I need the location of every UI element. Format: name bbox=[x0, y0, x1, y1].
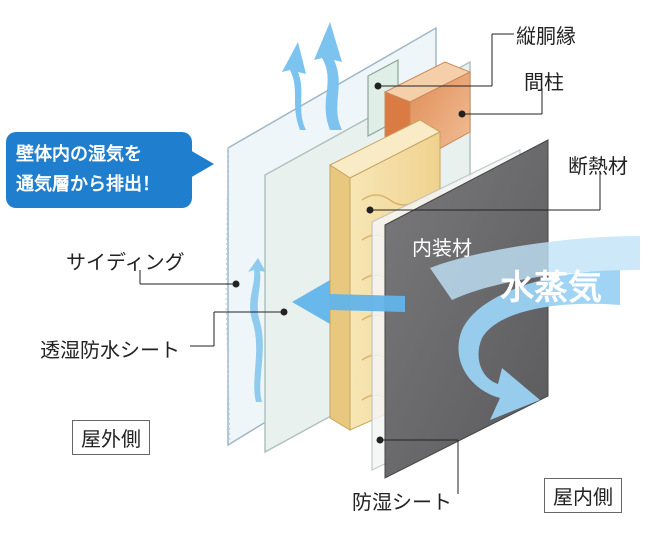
label-breathable-sheet: 透湿防水シート bbox=[40, 338, 180, 362]
cavity-updraft-arrow bbox=[248, 258, 266, 402]
callout-line-2: 通気層から排出！ bbox=[16, 174, 160, 195]
label-stud: 間柱 bbox=[524, 70, 564, 94]
label-interior-finish: 内装材 bbox=[412, 236, 472, 260]
updraft-arrow-left bbox=[282, 42, 306, 130]
label-outdoor-side: 屋外側 bbox=[72, 420, 150, 455]
label-siding: サイディング bbox=[66, 250, 185, 274]
label-furring: 縦胴縁 bbox=[516, 24, 576, 48]
label-indoor-side: 屋内側 bbox=[544, 478, 622, 513]
moisture-callout: 壁体内の湿気を 通気層から排出！ bbox=[6, 132, 192, 208]
water-vapor-arrow bbox=[458, 270, 620, 420]
callout-line-1: 壁体内の湿気を bbox=[16, 144, 142, 165]
label-insulation: 断熱材 bbox=[568, 154, 628, 178]
label-vapor-barrier: 防湿シート bbox=[352, 490, 452, 514]
vapor-outward-arrow bbox=[292, 280, 405, 324]
label-water-vapor: 水蒸気 bbox=[500, 268, 602, 308]
callout-pointer bbox=[190, 150, 214, 178]
updraft-arrow-right bbox=[314, 22, 342, 130]
